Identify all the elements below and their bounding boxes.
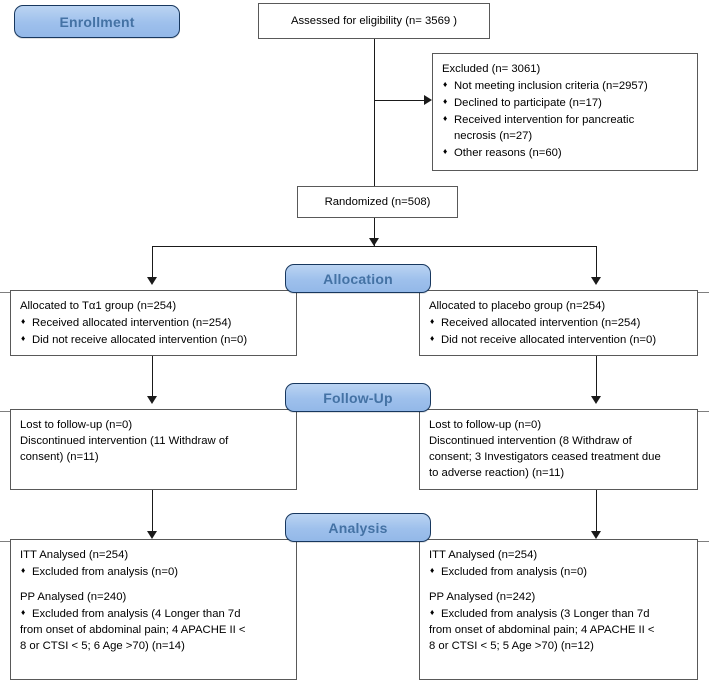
excluded-reason-list: Not meeting inclusion criteria (n=2957) … xyxy=(442,78,688,128)
connector-alloc-left-to-followup xyxy=(152,356,153,401)
connector-split-bar xyxy=(152,246,596,247)
list-item: Excluded from analysis (4 Longer than 7d xyxy=(20,606,287,622)
list-item: Excluded from analysis (n=0) xyxy=(20,564,287,580)
list-item: Received intervention for pancreatic xyxy=(442,112,688,128)
connector-alloc-right-to-followup xyxy=(596,356,597,401)
analysis-right-pp-line-1: Excluded from analysis (3 Longer than 7d xyxy=(441,608,650,621)
box-allocation-treatment: Allocated to Tα1 group (n=254) Received … xyxy=(10,290,297,356)
list-item: Declined to participate (n=17) xyxy=(442,95,688,111)
arrowhead-followup-left xyxy=(147,396,157,404)
analysis-right-itt-header: ITT Analysed (n=254) xyxy=(429,549,538,561)
stage-label-enrollment: Enrollment xyxy=(59,13,135,30)
stage-pill-analysis: Analysis xyxy=(285,513,431,542)
analysis-right-pp-list: Excluded from analysis (3 Longer than 7d xyxy=(429,606,688,622)
list-item: Other reasons (n=60) xyxy=(442,145,688,161)
list-item: Excluded from analysis (3 Longer than 7d xyxy=(429,606,688,622)
analysis-left-itt-list: Excluded from analysis (n=0) xyxy=(20,564,287,580)
arrowhead-analysis-right xyxy=(591,531,601,539)
analysis-right-pp-header: PP Analysed (n=242) xyxy=(429,591,536,604)
spacer xyxy=(429,580,688,589)
analysis-right-pp-line-3: 8 or CTSI < 5; 5 Age >70) (n=12) xyxy=(429,640,594,653)
randomized-text: Randomized (n=508) xyxy=(324,195,431,208)
followup-right-line-1: Lost to follow-up (n=0) xyxy=(429,419,542,431)
excluded-reason-continuation: necrosis (n=27) xyxy=(454,130,533,143)
allocation-left-list: Received allocated intervention (n=254) … xyxy=(20,315,287,348)
followup-left-line-2: Discontinued intervention (11 Withdraw o… xyxy=(20,435,229,448)
stage-label-allocation: Allocation xyxy=(323,270,393,287)
analysis-right-pp-line-2: from onset of abdominal pain; 4 APACHE I… xyxy=(429,624,655,637)
arrowhead-split-left xyxy=(147,277,157,285)
followup-right-line-2: Discontinued intervention (8 Withdraw of xyxy=(429,435,632,448)
connector-to-excluded xyxy=(374,100,424,101)
analysis-left-pp-header: PP Analysed (n=240) xyxy=(20,591,127,604)
list-item: Excluded from analysis (n=0) xyxy=(429,564,688,580)
analysis-left-itt-header: ITT Analysed (n=254) xyxy=(20,549,129,561)
box-assessed-for-eligibility: Assessed for eligibility (n= 3569 ) xyxy=(258,3,490,39)
stage-label-followup: Follow-Up xyxy=(323,389,393,406)
connector-split-left xyxy=(152,246,153,282)
followup-left-line-3: consent) (n=11) xyxy=(20,451,99,464)
connector-followup-left-to-analysis xyxy=(152,490,153,535)
box-allocation-placebo: Allocated to placebo group (n=254) Recei… xyxy=(419,290,698,356)
arrowhead-analysis-left xyxy=(147,531,157,539)
followup-right-line-4: to adverse reaction) (n=11) xyxy=(429,467,565,480)
followup-right-line-3: consent; 3 Investigators ceased treatmen… xyxy=(429,451,661,464)
excluded-header: Excluded (n= 3061) xyxy=(442,63,541,75)
allocation-right-list: Received allocated intervention (n=254) … xyxy=(429,315,688,348)
assessed-text: Assessed for eligibility (n= 3569 ) xyxy=(290,14,458,27)
followup-left-line-1: Lost to follow-up (n=0) xyxy=(20,419,133,431)
analysis-left-pp-list: Excluded from analysis (4 Longer than 7d xyxy=(20,606,287,622)
box-analysis-treatment: ITT Analysed (n=254) Excluded from analy… xyxy=(10,539,297,680)
analysis-left-pp-line-3: 8 or CTSI < 5; 6 Age >70) (n=14) xyxy=(20,640,185,653)
spacer xyxy=(20,580,287,589)
arrowhead-followup-right xyxy=(591,396,601,404)
arrowhead-split-right xyxy=(591,277,601,285)
list-item: Did not receive allocated intervention (… xyxy=(429,332,688,348)
list-item: Received allocated intervention (n=254) xyxy=(429,315,688,331)
connector-assessed-to-randomized xyxy=(374,39,375,186)
arrowhead-to-excluded xyxy=(424,95,432,105)
list-item: Not meeting inclusion criteria (n=2957) xyxy=(442,78,688,94)
stage-pill-allocation: Allocation xyxy=(285,264,431,293)
connector-split-right xyxy=(596,246,597,282)
stage-pill-enrollment: Enrollment xyxy=(14,5,180,38)
connector-followup-right-to-analysis xyxy=(596,490,597,535)
connector-randomized-down xyxy=(374,218,375,246)
box-excluded: Excluded (n= 3061) Not meeting inclusion… xyxy=(432,53,698,171)
stage-pill-followup: Follow-Up xyxy=(285,383,431,412)
excluded-reason-list-cont: Other reasons (n=60) xyxy=(442,145,688,161)
allocation-right-header: Allocated to placebo group (n=254) xyxy=(429,300,606,312)
arrowhead-randomized-down xyxy=(369,238,379,246)
analysis-right-itt-list: Excluded from analysis (n=0) xyxy=(429,564,688,580)
analysis-left-pp-line-1: Excluded from analysis (4 Longer than 7d xyxy=(32,608,241,621)
analysis-left-pp-line-2: from onset of abdominal pain; 4 APACHE I… xyxy=(20,624,246,637)
list-item: Did not receive allocated intervention (… xyxy=(20,332,287,348)
allocation-left-header: Allocated to Tα1 group (n=254) xyxy=(20,300,177,312)
stage-label-analysis: Analysis xyxy=(328,519,388,536)
box-followup-placebo: Lost to follow-up (n=0) Discontinued int… xyxy=(419,409,698,490)
box-analysis-placebo: ITT Analysed (n=254) Excluded from analy… xyxy=(419,539,698,680)
box-followup-treatment: Lost to follow-up (n=0) Discontinued int… xyxy=(10,409,297,490)
list-item: Received allocated intervention (n=254) xyxy=(20,315,287,331)
box-randomized: Randomized (n=508) xyxy=(297,186,458,218)
